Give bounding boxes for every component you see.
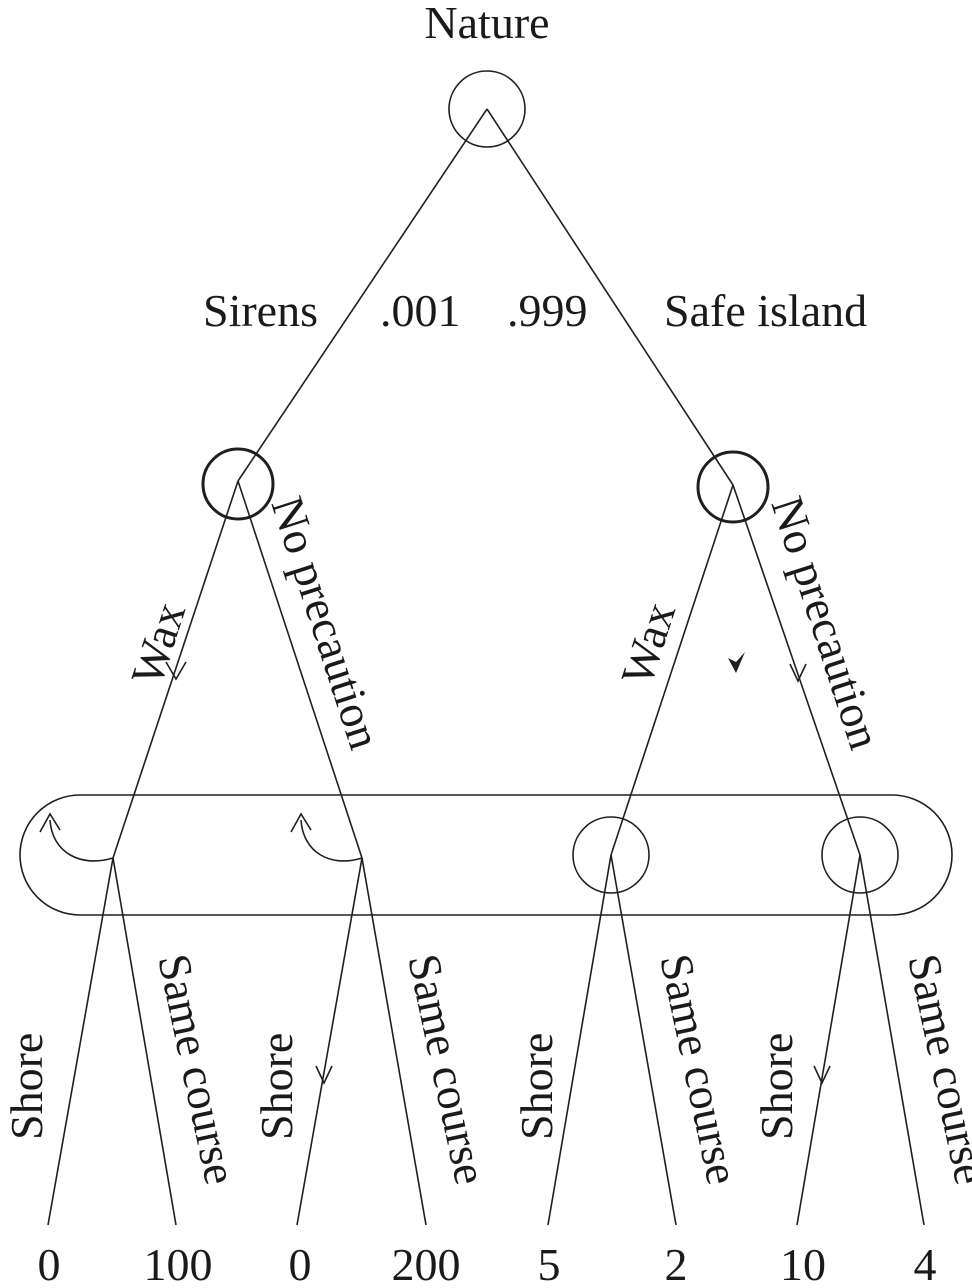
arrow-mark-safe	[728, 652, 745, 673]
sirens-probability: .001	[380, 285, 461, 336]
payoff-1: 0	[38, 1239, 61, 1288]
curved-arrow-2	[300, 819, 363, 862]
payoff-4: 200	[392, 1239, 461, 1288]
arrow-shore-4	[813, 1065, 831, 1085]
edge-same-course-4	[859, 854, 925, 1226]
payoff-5: 5	[538, 1239, 561, 1288]
edge-shore-3	[547, 854, 612, 1226]
edge-shore-4	[796, 854, 861, 1226]
edge-same-course-3	[610, 854, 677, 1226]
curved-arrow-2-head	[290, 812, 312, 833]
decision-node-4	[821, 816, 899, 894]
payoff-2: 100	[144, 1239, 213, 1288]
wax-label-sirens: Wax	[121, 596, 195, 691]
payoff-6: 2	[665, 1239, 688, 1288]
edge-safe-island	[486, 108, 734, 486]
decision-node-safe-island	[696, 450, 770, 524]
shore-label-1: Shore	[1, 1033, 52, 1140]
root-label: Nature	[424, 0, 549, 48]
same-course-label-4: Same course	[898, 949, 972, 1188]
shore-label-4: Shore	[751, 1033, 802, 1140]
edge-same-course-2	[361, 857, 427, 1226]
sirens-label: Sirens	[203, 285, 318, 336]
shore-label-2: Shore	[251, 1033, 302, 1140]
safe-island-label: Safe island	[664, 285, 867, 336]
edge-wax-safe	[610, 484, 734, 856]
information-set	[19, 794, 953, 916]
shore-label-3: Shore	[511, 1033, 562, 1140]
decision-node-sirens	[201, 447, 275, 521]
edge-sirens	[237, 108, 488, 482]
payoff-7: 10	[780, 1239, 826, 1288]
curved-arrow-1	[49, 819, 114, 862]
arrow-wax-sirens	[165, 661, 187, 681]
arrow-shore-2	[315, 1065, 333, 1085]
edge-same-course-1	[112, 857, 177, 1226]
decision-node-3	[572, 816, 650, 894]
same-course-label-3: Same course	[650, 949, 748, 1188]
payoff-8: 4	[914, 1239, 937, 1288]
curved-arrow-1-head	[39, 812, 61, 833]
safe-island-probability: .999	[507, 285, 588, 336]
edge-no-precaution-safe	[732, 484, 861, 856]
wax-label-safe: Wax	[611, 596, 685, 691]
root-node	[448, 70, 526, 148]
edge-shore-2	[296, 857, 363, 1226]
edge-shore-1	[47, 857, 114, 1226]
arrow-no-precaution-safe	[789, 663, 807, 683]
no-precaution-label-sirens: No precaution	[261, 490, 390, 755]
payoff-3: 0	[289, 1239, 312, 1288]
